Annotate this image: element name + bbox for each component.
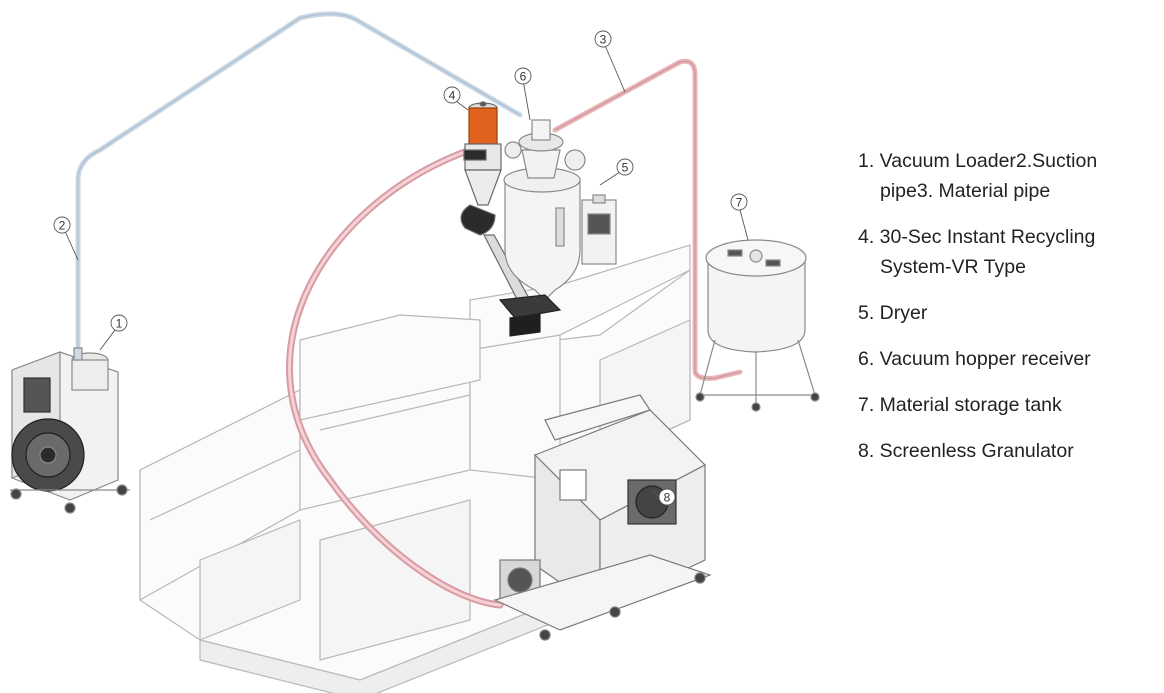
- legend-line-7: 7. Material storage tank: [858, 394, 1062, 416]
- callout-3: 3: [594, 30, 612, 48]
- svg-text:7: 7: [736, 196, 743, 210]
- callout-2: 2: [53, 216, 71, 234]
- svg-text:1: 1: [116, 317, 123, 331]
- callout-4: 4: [443, 86, 461, 104]
- callout-1: 1: [110, 314, 128, 332]
- legend-line-1: 1. Vacuum Loader2.Suction: [858, 150, 1098, 172]
- callouts: 1 2 3 4 5 6 7 8: [53, 30, 749, 506]
- legend-line-5: 5. Dryer: [858, 302, 928, 324]
- svg-text:4: 4: [449, 89, 456, 103]
- svg-text:3: 3: [600, 33, 607, 47]
- feed-throat: [498, 294, 562, 337]
- svg-text:5: 5: [622, 161, 629, 175]
- legend-line-8: 8. Screenless Granulator: [858, 440, 1074, 462]
- legend-line-2: pipe3. Material pipe: [880, 180, 1051, 202]
- screenless-granulator: [493, 394, 712, 641]
- vacuum-loader: [10, 347, 130, 514]
- legend-line-6: 6. Vacuum hopper receiver: [858, 348, 1091, 370]
- vacuum-hopper-receiver: [504, 119, 586, 179]
- component-legend: 1. Vacuum Loader2.Suction pipe3. Materia…: [858, 146, 1158, 482]
- callout-7: 7: [730, 193, 748, 211]
- svg-text:2: 2: [59, 219, 66, 233]
- legend-line-4: System-VR Type: [880, 256, 1026, 278]
- svg-text:8: 8: [664, 491, 671, 505]
- callout-8: 8: [658, 488, 676, 506]
- dryer: [503, 167, 617, 301]
- instant-recycling-system: [460, 101, 531, 306]
- legend-line-3: 4. 30-Sec Instant Recycling: [858, 226, 1096, 248]
- material-storage-tank: [695, 239, 820, 412]
- svg-text:6: 6: [520, 70, 527, 84]
- callout-6: 6: [514, 67, 532, 85]
- system-diagram: 1 2 3 4 5 6 7 8: [10, 11, 820, 693]
- callout-5: 5: [616, 158, 634, 176]
